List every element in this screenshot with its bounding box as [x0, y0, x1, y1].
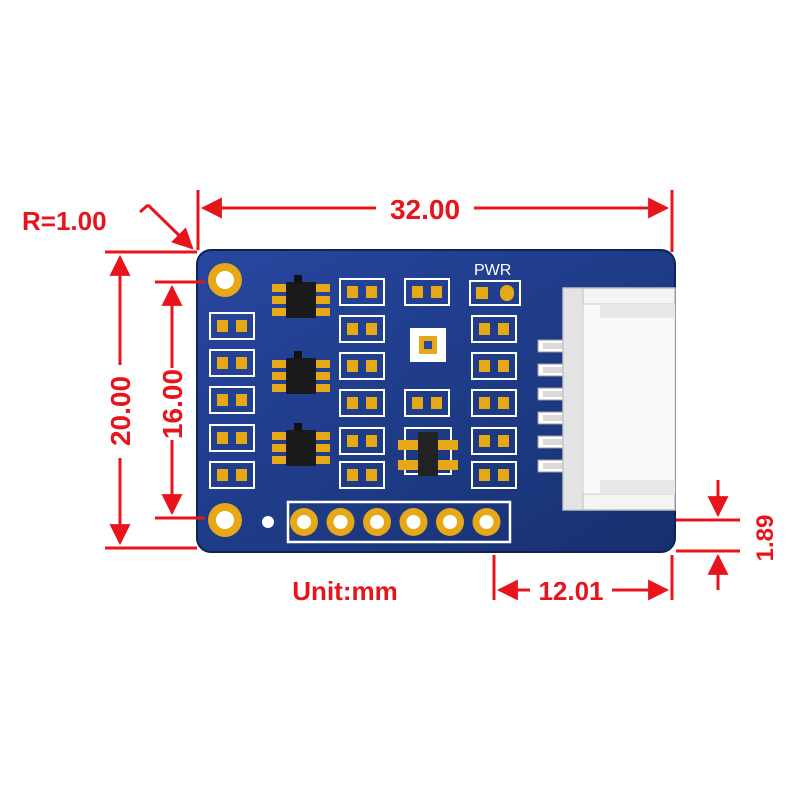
smd-component: [471, 315, 517, 343]
smd-component: [471, 461, 517, 489]
header-pins: [286, 500, 512, 544]
height-label: 20.00: [105, 376, 136, 446]
smd-component: [209, 424, 255, 452]
smd-pads: [209, 278, 521, 489]
header-pin: [399, 508, 428, 536]
smd-component: [209, 461, 255, 489]
pwr-led: [469, 280, 521, 306]
sot23-chips: [272, 275, 330, 466]
side-connector: [537, 287, 676, 511]
dimension-lines: [105, 190, 740, 601]
smd-component: [339, 315, 385, 343]
smd-component: [339, 278, 385, 306]
smd-component: [209, 349, 255, 377]
smd-component: [339, 389, 385, 417]
mounting-hole-top: [208, 263, 242, 297]
unit-label: Unit:mm: [292, 576, 397, 606]
smd-component: [471, 352, 517, 380]
smd-component: [471, 427, 517, 455]
mounting-hole-bottom: [208, 503, 242, 537]
smd-component: [339, 427, 385, 455]
smd-component: [404, 278, 450, 306]
smd-component: [209, 312, 255, 340]
voltage-regulator: [398, 427, 458, 476]
hole-spacing-label: 16.00: [157, 369, 188, 439]
radius-label: R=1.00: [22, 206, 107, 236]
smd-component: [339, 352, 385, 380]
smd-component: [209, 386, 255, 414]
header-pin: [326, 508, 355, 536]
smd-component: [471, 389, 517, 417]
sot23-chip: [272, 423, 330, 466]
sot23-chip: [272, 275, 330, 318]
qfn-sensor: [410, 328, 446, 362]
header-pin: [290, 508, 318, 536]
header-pin: [436, 508, 464, 536]
edge-offset-label: 1.89: [752, 515, 779, 562]
smd-component: [404, 389, 450, 417]
pin1-marker: [262, 516, 274, 528]
width-label: 32.00: [390, 194, 460, 225]
header-pin: [363, 508, 391, 536]
connector-offset-label: 12.01: [538, 576, 603, 606]
smd-component: [339, 461, 385, 489]
pwr-label: PWR: [474, 262, 511, 279]
sot23-chip: [272, 351, 330, 394]
header-pin: [472, 508, 501, 536]
